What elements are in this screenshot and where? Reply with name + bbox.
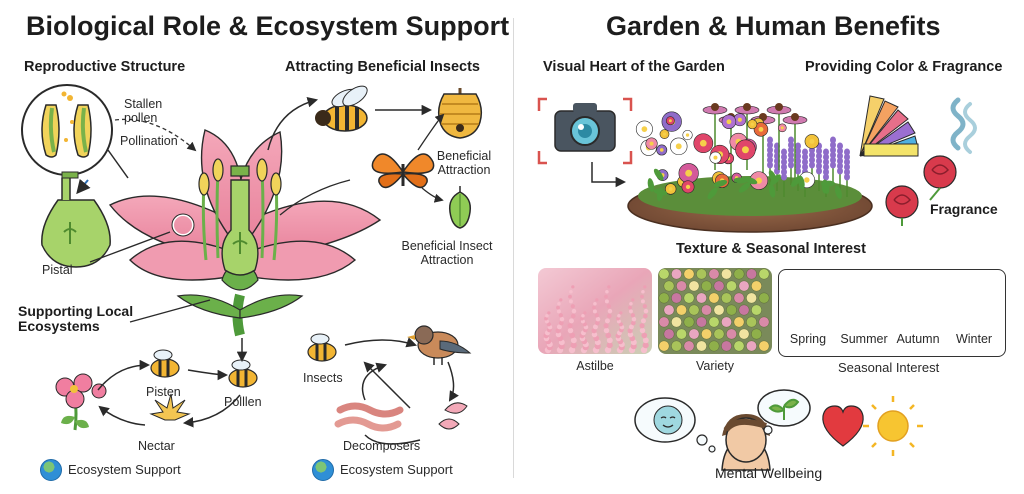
- bee-icon: [307, 333, 337, 362]
- reproductive-heading: Reproductive Structure: [24, 59, 186, 75]
- globe-icon: [40, 459, 62, 481]
- cycle-left: [55, 338, 258, 431]
- season-spring-label: Spring: [789, 332, 827, 346]
- beneficial-attraction-label: Beneficial Attraction: [436, 149, 492, 177]
- insects-label: Insects: [303, 371, 343, 385]
- season-summer-label: Summer: [840, 332, 888, 346]
- worm-icon: [334, 402, 404, 432]
- pistil-illustration: [41, 171, 111, 268]
- chrysalis-icon: [448, 186, 472, 229]
- variety-photo: [658, 268, 772, 354]
- season-winter-label: Winter: [955, 332, 993, 346]
- petals-icon: [438, 402, 468, 430]
- heart-icon: [822, 405, 864, 447]
- cycle-right: [307, 325, 472, 445]
- main-flower: [108, 129, 382, 337]
- nectar-icon: [149, 393, 191, 421]
- color-swatch-icon: [859, 95, 919, 157]
- texture-seasonal-heading: Texture & Seasonal Interest: [676, 241, 866, 257]
- section-divider: [513, 18, 514, 478]
- pollination-label: Pollination: [120, 134, 178, 148]
- rose-icon: [885, 155, 957, 226]
- reproductive-magnifier: [21, 84, 129, 179]
- bee-icon: [228, 359, 258, 388]
- color-fragrance-heading: Providing Color & Fragrance: [805, 59, 1003, 75]
- seasonal-interest-label: Seasonal Interest: [838, 360, 940, 375]
- fragrance-label: Fragrance: [930, 201, 998, 217]
- plant-bubble-icon: [757, 389, 811, 435]
- person-head-icon: [721, 414, 771, 471]
- thought-bubble-icon: [634, 397, 716, 453]
- bee-icon: [315, 85, 368, 132]
- ecosystem-support-right-label: Ecosystem Support: [340, 462, 453, 477]
- left-title: Biological Role & Ecosystem Support: [26, 11, 510, 41]
- fragrance-waves-icon: [950, 97, 977, 154]
- variety-label: Variety: [696, 359, 734, 373]
- astilbe-label: Astilbe: [576, 359, 614, 373]
- camera-icon: [537, 97, 633, 165]
- astilbe-photo: [538, 268, 652, 354]
- nectar-label: Nectar: [138, 439, 175, 453]
- right-title: Garden & Human Benefits: [606, 11, 941, 41]
- decomposers-label: Decomposers: [343, 439, 421, 453]
- insects-heading: Attracting Beneficial Insects: [285, 59, 480, 75]
- sun-icon: [863, 396, 923, 456]
- small-flower-icon: [55, 373, 107, 431]
- beehive-icon: [437, 88, 483, 139]
- season-autumn-label: Autumn: [896, 332, 940, 346]
- visual-heart-heading: Visual Heart of the Garden: [543, 59, 725, 75]
- ecosystem-support-left-label: Ecosystem Support: [68, 462, 181, 477]
- bird-icon: [407, 325, 472, 365]
- butterfly-icon: [371, 153, 435, 189]
- stallen-pollen-label: Stallen pollen: [124, 97, 163, 125]
- supporting-local-ecosystems-heading: Supporting Local Ecosystems: [18, 303, 134, 335]
- polllen-label: Polllen: [224, 395, 262, 409]
- bee-icon: [150, 349, 180, 378]
- garden-bed: [627, 103, 873, 233]
- seasonal-interest-box: [778, 269, 1006, 357]
- mental-wellbeing-label: Mental Wellbeing: [715, 465, 823, 481]
- pisten-label: Pisten: [146, 385, 181, 399]
- pistal-label: Pistal: [42, 263, 73, 277]
- beneficial-insect-attraction-label: Beneficial Insect Attraction: [401, 239, 493, 267]
- globe-icon: [312, 459, 334, 481]
